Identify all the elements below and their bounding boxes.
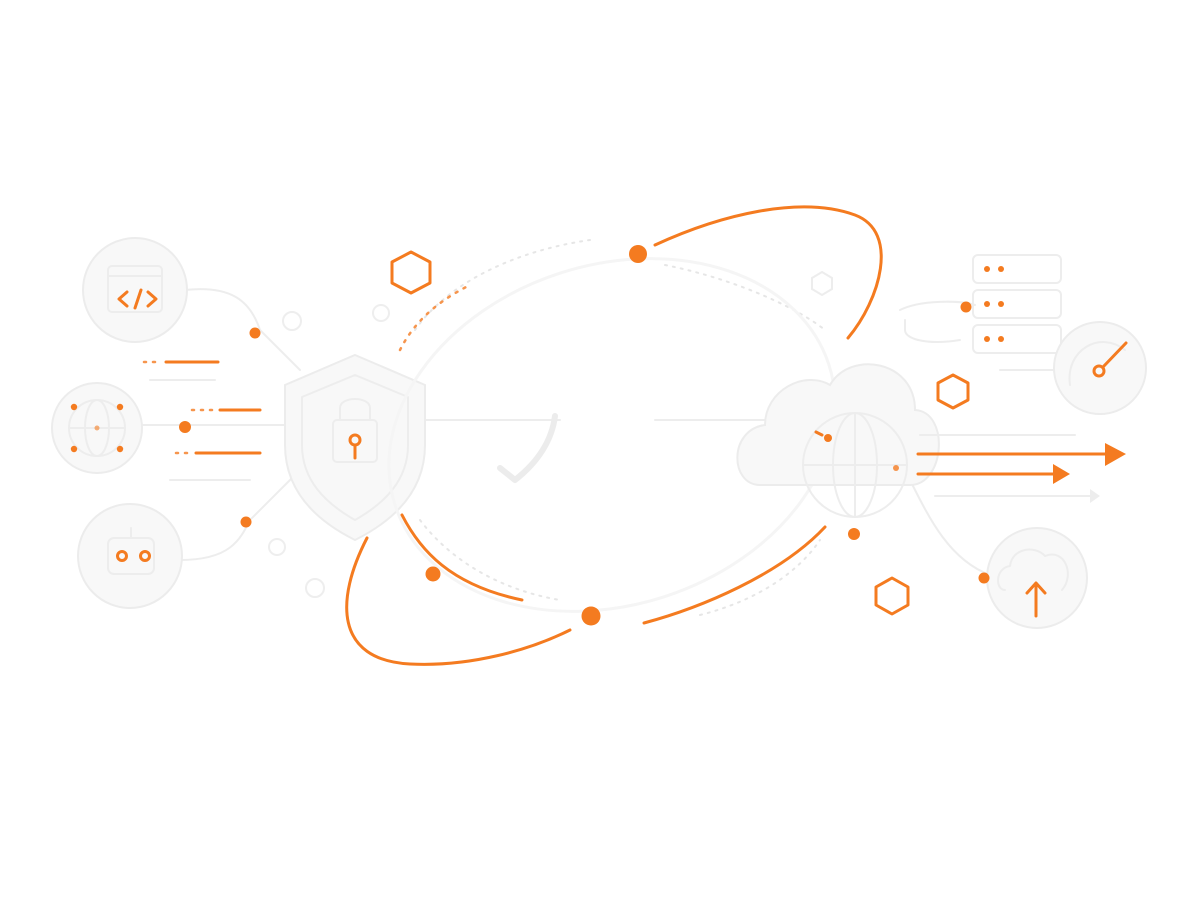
robot-face-icon — [77, 503, 183, 609]
forward-arrows-icon — [916, 434, 1126, 503]
speed-gauge-icon — [1053, 321, 1147, 415]
background-connectors — [139, 239, 1056, 616]
server-stack-icon — [904, 254, 1062, 354]
code-icon-group — [82, 237, 188, 343]
shield-lock-icon — [284, 353, 426, 542]
hexagon-icon — [390, 250, 432, 295]
cloud-globe-icon — [736, 363, 940, 518]
checkmark-icon — [497, 413, 558, 483]
left-data-streams — [142, 360, 262, 481]
hexagon-icon — [874, 576, 910, 616]
orbit-ring-icon — [345, 205, 899, 666]
cloud-upload-icon — [978, 527, 1088, 629]
network-globe-icon — [51, 382, 143, 474]
hexagon-icon — [936, 373, 970, 410]
code-brackets-icon — [117, 288, 158, 310]
left-nodes — [179, 304, 390, 598]
